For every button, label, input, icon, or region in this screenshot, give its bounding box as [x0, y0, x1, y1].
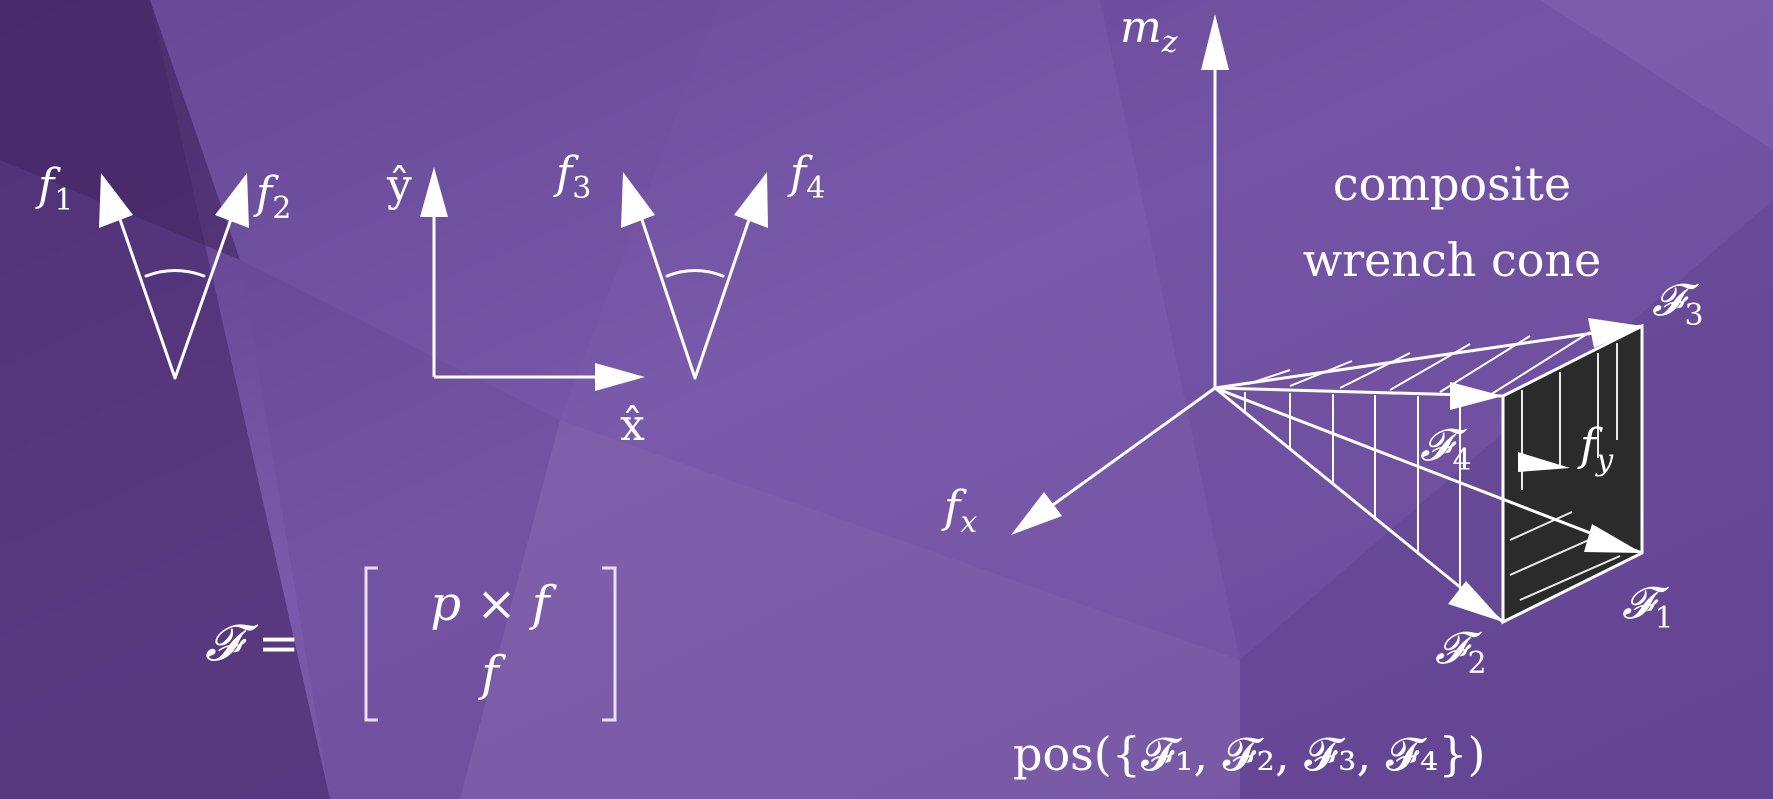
wrench-formula-lhs: 𝓕 = — [205, 614, 300, 672]
left-bracket — [364, 566, 378, 722]
contact-cone-left — [113, 203, 238, 380]
f3-arrow-icon — [621, 172, 655, 228]
friction-angle-arc-left — [144, 269, 206, 278]
f4-force-line — [693, 203, 756, 380]
y-axis-arrow-icon — [420, 167, 448, 217]
mz-axis-arrow-icon — [1201, 14, 1229, 70]
fx-axis-arrow-icon — [1011, 492, 1062, 535]
fx-axis-line — [1049, 386, 1216, 509]
cone-edge-F1 — [1214, 386, 1643, 555]
cone-edge-F2 — [1214, 386, 1504, 624]
f2-arrow-icon — [215, 173, 249, 228]
fx-axis-label: fx — [941, 482, 977, 540]
end-face-hatch — [1509, 343, 1621, 601]
F4-arrow-icon — [1450, 382, 1503, 410]
x-axis-label: x̂ — [620, 400, 645, 451]
y-axis-label: ŷ — [386, 160, 412, 211]
positive-span-formula: pos({𝓕₁, 𝓕₂, 𝓕₃, 𝓕₄}) — [1013, 727, 1485, 781]
x-axis-arrow-icon — [595, 363, 645, 391]
F3-arrow-icon — [1588, 318, 1642, 348]
F1-arrow-icon — [1584, 524, 1642, 553]
f4-arrow-icon — [734, 172, 768, 228]
caption-line-2: wrench cone — [1303, 233, 1602, 287]
f3-label: f3 — [553, 148, 591, 206]
f1-force-line — [113, 203, 177, 380]
cone-edge-F3 — [1214, 324, 1643, 390]
F1-label: 𝓕1 — [1622, 578, 1674, 636]
fy-arrow-icon — [1518, 452, 1570, 472]
top-face-hatch — [1247, 331, 1591, 396]
mz-axis-label: mz — [1120, 2, 1178, 60]
F3-label: 𝓕3 — [1652, 275, 1704, 333]
wrench-formula-top-row: p × f — [430, 576, 556, 632]
right-bracket — [602, 566, 617, 722]
front-face-hatch — [1244, 392, 1461, 590]
contact-cone-right — [635, 203, 756, 380]
reference-frame — [432, 205, 600, 379]
wrench-formula: 𝓕 = p × f f — [205, 566, 617, 722]
F2-arrow-icon — [1448, 581, 1503, 622]
caption-line-1: composite — [1333, 157, 1571, 211]
f1-arrow-icon — [99, 173, 133, 228]
f3-force-line — [635, 203, 697, 380]
friction-angle-arc-right — [665, 269, 725, 278]
f2-force-line — [173, 203, 238, 380]
wrench-space: mz fx fy composite wrench cone 𝓕3 𝓕4 𝓕1 … — [941, 2, 1704, 781]
